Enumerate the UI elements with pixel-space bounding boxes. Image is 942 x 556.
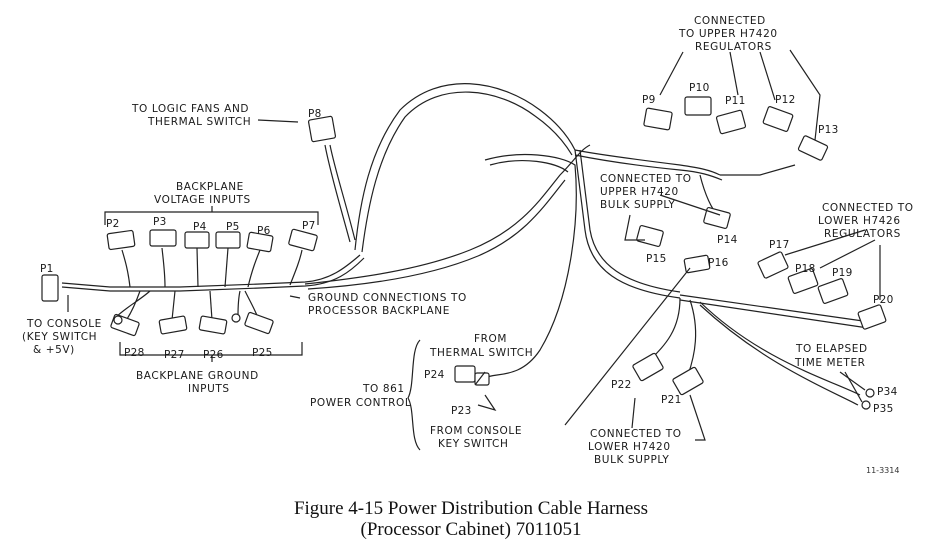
svg-text:UPPER H7420: UPPER H7420 — [600, 186, 679, 198]
svg-text:P23: P23 — [451, 405, 472, 417]
svg-text:P4: P4 — [193, 221, 207, 233]
svg-text:P26: P26 — [203, 349, 224, 361]
svg-text:REGULATORS: REGULATORS — [695, 41, 772, 53]
svg-text:CONNECTED: CONNECTED — [694, 15, 766, 27]
upper-bulk-label: CONNECTED TO UPPER H7420 BULK SUPPLY — [600, 173, 692, 211]
to-console-label: TO CONSOLE (KEY SWITCH & +5V) — [22, 318, 102, 356]
backplane-voltage-label: BACKPLANE VOLTAGE INPUTS — [154, 181, 251, 206]
svg-text:P9: P9 — [642, 94, 656, 106]
upper-regulators-label: CONNECTED TO UPPER H7420 REGULATORS — [678, 15, 778, 53]
svg-text:THERMAL SWITCH: THERMAL SWITCH — [147, 116, 251, 128]
svg-text:CONNECTED TO: CONNECTED TO — [822, 202, 914, 214]
svg-text:TO LOGIC FANS AND: TO LOGIC FANS AND — [131, 103, 249, 115]
svg-text:P7: P7 — [302, 220, 316, 232]
svg-text:TO CONSOLE: TO CONSOLE — [26, 318, 102, 330]
svg-text:P10: P10 — [689, 82, 710, 94]
connector-labels: P1 P2 P3 P4 P5 P6 P7 P8 P9 P10 P11 P12 P… — [40, 82, 898, 417]
lower-bulk-label: CONNECTED TO LOWER H7420 BULK SUPPLY — [588, 428, 682, 466]
svg-text:BULK SUPPLY: BULK SUPPLY — [594, 454, 669, 466]
svg-text:P5: P5 — [226, 221, 240, 233]
svg-text:P1: P1 — [40, 263, 54, 275]
svg-text:P24: P24 — [424, 369, 445, 381]
svg-text:LOWER H7420: LOWER H7420 — [588, 441, 671, 453]
svg-text:VOLTAGE INPUTS: VOLTAGE INPUTS — [154, 194, 251, 206]
svg-text:P22: P22 — [611, 379, 632, 391]
svg-text:TO ELAPSED: TO ELAPSED — [795, 343, 868, 355]
svg-text:TO UPPER H7420: TO UPPER H7420 — [678, 28, 778, 40]
svg-text:& +5V): & +5V) — [33, 344, 75, 356]
svg-text:P8: P8 — [308, 108, 322, 120]
svg-text:P14: P14 — [717, 234, 738, 246]
svg-text:LOWER H7426: LOWER H7426 — [818, 215, 901, 227]
svg-text:P35: P35 — [873, 403, 894, 415]
connector-shapes — [41, 96, 887, 410]
svg-text:P2: P2 — [106, 218, 120, 230]
svg-text:P12: P12 — [775, 94, 796, 106]
svg-text:BACKPLANE: BACKPLANE — [176, 181, 244, 193]
svg-text:P27: P27 — [164, 349, 185, 361]
svg-text:P34: P34 — [877, 386, 898, 398]
svg-text:GROUND CONNECTIONS TO: GROUND CONNECTIONS TO — [308, 292, 467, 304]
power-control-label: TO 861 POWER CONTROL — [310, 383, 411, 409]
drawing-number: 11-3314 — [866, 466, 899, 475]
svg-text:BACKPLANE GROUND: BACKPLANE GROUND — [136, 370, 259, 382]
svg-text:P17: P17 — [769, 239, 790, 251]
svg-text:PROCESSOR BACKPLANE: PROCESSOR BACKPLANE — [308, 305, 450, 317]
elapsed-meter-label: TO ELAPSED TIME METER — [794, 343, 868, 369]
svg-text:P13: P13 — [818, 124, 839, 136]
svg-text:P11: P11 — [725, 95, 746, 107]
svg-text:P3: P3 — [153, 216, 167, 228]
svg-text:P21: P21 — [661, 394, 682, 406]
svg-text:TO 861: TO 861 — [362, 383, 405, 395]
svg-text:(KEY SWITCH: (KEY SWITCH — [22, 331, 97, 343]
backplane-drops — [114, 144, 356, 323]
from-thermal-label: FROM THERMAL SWITCH — [429, 333, 533, 359]
svg-text:INPUTS: INPUTS — [188, 383, 230, 395]
svg-text:P6: P6 — [257, 225, 271, 237]
svg-text:CONNECTED TO: CONNECTED TO — [590, 428, 682, 440]
svg-text:P18: P18 — [795, 263, 816, 275]
svg-text:P28: P28 — [124, 347, 145, 359]
svg-text:P16: P16 — [708, 257, 729, 269]
caption-line-1: Figure 4-15 Power Distribution Cable Har… — [293, 498, 649, 519]
svg-text:THERMAL SWITCH: THERMAL SWITCH — [429, 347, 533, 359]
svg-text:BULK SUPPLY: BULK SUPPLY — [600, 199, 675, 211]
from-console-label: FROM CONSOLE — [430, 425, 522, 437]
svg-text:CONNECTED TO: CONNECTED TO — [600, 173, 692, 185]
logic-fans-label: TO LOGIC FANS AND THERMAL SWITCH — [131, 103, 251, 128]
brackets-and-leaders — [67, 49, 881, 451]
caption-line-2: (Processor Cabinet) 7011051 — [360, 519, 582, 540]
svg-text:POWER CONTROL: POWER CONTROL — [310, 397, 411, 409]
svg-text:FROM: FROM — [474, 333, 507, 345]
svg-text:REGULATORS: REGULATORS — [824, 228, 901, 240]
svg-text:P20: P20 — [873, 294, 894, 306]
harness-trunk — [61, 83, 871, 406]
svg-text:P19: P19 — [832, 267, 853, 279]
svg-text:P25: P25 — [252, 347, 273, 359]
ground-connections-label: GROUND CONNECTIONS TO PROCESSOR BACKPLAN… — [308, 292, 467, 317]
key-switch-label: KEY SWITCH — [438, 438, 508, 450]
svg-text:TIME METER: TIME METER — [794, 357, 866, 369]
lower-regulators-label: CONNECTED TO LOWER H7426 REGULATORS — [818, 202, 914, 240]
svg-text:P15: P15 — [646, 253, 667, 265]
backplane-ground-label: BACKPLANE GROUND INPUTS — [136, 370, 259, 395]
